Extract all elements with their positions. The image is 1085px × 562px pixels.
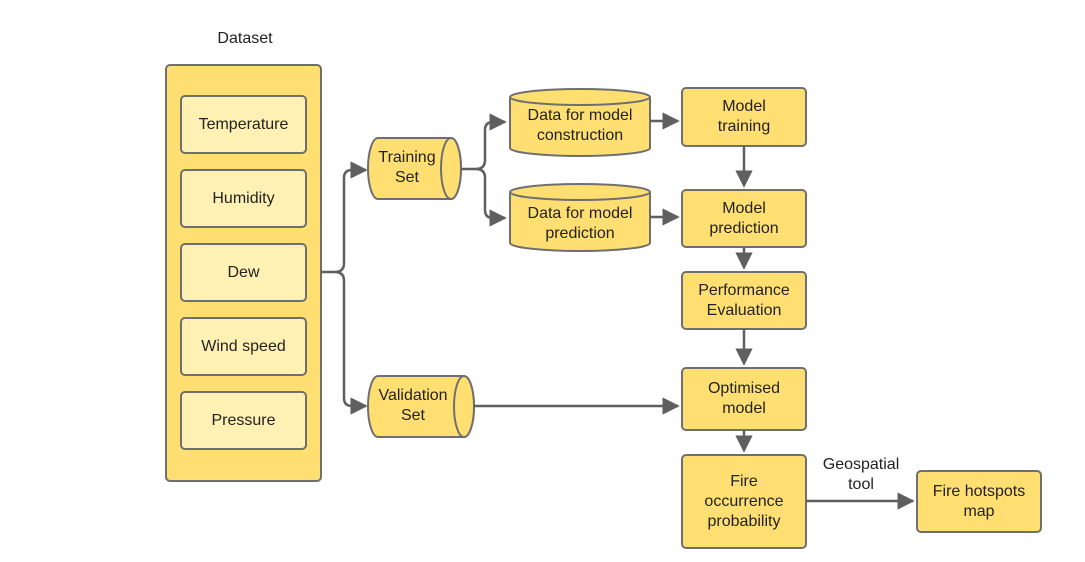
validation-set-cylinder xyxy=(367,375,475,438)
connector-dataset-to-validation xyxy=(334,270,368,415)
optimised-model-box xyxy=(681,367,807,431)
model-training-box xyxy=(681,87,807,147)
fire-hotspots-map-box xyxy=(916,470,1042,533)
connector-training-split xyxy=(461,113,507,171)
dataset-item-wind-speed-box xyxy=(180,317,307,376)
model-prediction-box xyxy=(681,189,807,248)
performance-evaluation-box xyxy=(681,271,807,330)
dataset-item-dew-box xyxy=(180,243,307,302)
fire-probability-box xyxy=(681,454,807,549)
training-set-cylinder xyxy=(367,137,462,200)
connector-training-to-prediction-data xyxy=(475,167,507,227)
construction-data-cylinder xyxy=(509,88,651,157)
prediction-data-cylinder xyxy=(509,183,651,252)
dataset-item-temperature-box xyxy=(180,95,307,154)
connector-dataset-split xyxy=(321,161,368,274)
dataset-item-pressure-box xyxy=(180,391,307,450)
dataset-item-humidity-box xyxy=(180,169,307,228)
dataset-title: Dataset xyxy=(217,30,273,47)
